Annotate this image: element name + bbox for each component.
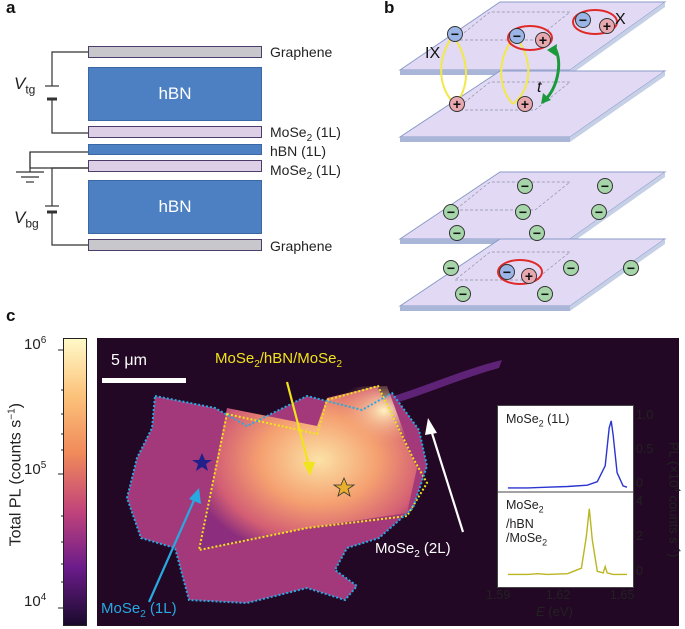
charge-group: − − + − + + + − − − − − − − − − + − − − …: [443, 12, 639, 302]
ix-label: IX: [425, 45, 440, 62]
colorbar-tick-1e4: 104: [24, 592, 47, 610]
svg-text:+: +: [521, 96, 529, 112]
colorbar-tick-1e6: 106: [24, 335, 47, 353]
svg-text:−: −: [459, 286, 467, 302]
panel-b-label: b: [384, 0, 395, 17]
svg-text:+: +: [539, 32, 547, 48]
pl-map: 5 μm MoSe2/hBN/MoSe2 MoSe2 (1L) MoSe2 (2…: [97, 338, 679, 626]
spectrum-series-0: [507, 420, 628, 489]
svg-text:−: −: [579, 12, 587, 28]
graphene-top-label: Graphene: [270, 44, 333, 60]
inset-ylabel: PL (×104 counts s−1): [666, 441, 682, 558]
inset-xtick-0: 1.59: [486, 588, 511, 602]
inset-bottom-label: MoSe2 /hBN /MoSe2: [506, 498, 548, 547]
hbn-mid-layer: [88, 144, 262, 155]
hbn-bottom-text: hBN: [158, 197, 192, 216]
inset-plot: MoSe2 (1L) MoSe2 /hBN /MoSe2: [497, 405, 634, 588]
panel-a-label: a: [6, 0, 16, 17]
scale-bar: [102, 378, 186, 383]
hetero-annotation: MoSe2/hBN/MoSe2: [215, 350, 343, 370]
panel-c-label: c: [6, 306, 16, 325]
inset-top-label: MoSe2 (1L): [506, 412, 570, 429]
inset-ytick-top-2: 1.0: [636, 408, 654, 422]
spectrum-series-1: [507, 508, 627, 576]
inset-ytick-bot-2: 4: [636, 494, 643, 508]
graphene-top-layer: [88, 46, 262, 58]
svg-text:−: −: [503, 264, 511, 280]
svg-text:−: −: [519, 204, 527, 220]
x-label: X: [615, 11, 626, 28]
hbn-top-layer: hBN: [88, 67, 262, 121]
svg-text:−: −: [595, 204, 603, 220]
svg-text:+: +: [453, 96, 461, 112]
hbn-bottom-layer: hBN: [88, 180, 262, 234]
inset-ytick-top-1: 0.5: [636, 442, 654, 456]
bilayer-annotation: MoSe2 (2L): [375, 540, 451, 560]
panel-b-schematic: − − + − + + + − − − − − − − − − + − − − …: [398, 1, 667, 311]
circuit-wires: [16, 51, 88, 246]
svg-text:−: −: [533, 225, 541, 241]
v-bottom-label: Vbg: [14, 208, 39, 231]
svg-text:−: −: [513, 28, 521, 44]
mose2-top-label: MoSe2 (1L): [270, 124, 341, 144]
svg-text:+: +: [603, 18, 611, 34]
svg-text:+: +: [525, 268, 533, 284]
svg-text:−: −: [567, 260, 575, 276]
hbn-mid-label: hBN (1L): [270, 143, 327, 159]
graphene-bottom-label: Graphene: [270, 238, 333, 254]
mose2-top-layer: [88, 126, 262, 138]
svg-text:−: −: [541, 286, 549, 302]
graphene-bottom-layer: [88, 239, 262, 251]
svg-text:−: −: [627, 260, 635, 276]
colorbar-ticks: [58, 349, 64, 609]
inset-ytick-top-0: 0: [636, 476, 643, 490]
mose2-bottom-layer: [88, 160, 262, 172]
inset-xtick-1: 1.62: [546, 588, 571, 602]
inset-ytick-bot-1: 2: [636, 529, 643, 543]
t-label: t: [537, 79, 542, 96]
inset-xtick-2: 1.65: [610, 588, 635, 602]
inset-xlabel: E (eV): [536, 604, 573, 619]
svg-text:−: −: [521, 178, 529, 194]
colorbar-ylabel: Total PL (counts s−1): [6, 403, 25, 547]
v-top-label: Vtg: [14, 74, 36, 97]
svg-text:−: −: [447, 260, 455, 276]
hbn-top-text: hBN: [158, 84, 192, 103]
mose2-bottom-label: MoSe2 (1L): [270, 162, 341, 182]
svg-text:−: −: [451, 26, 459, 42]
svg-text:−: −: [453, 225, 461, 241]
colorbar: [63, 338, 87, 626]
scale-bar-label: 5 μm: [111, 352, 147, 369]
svg-text:−: −: [447, 204, 455, 220]
svg-text:−: −: [601, 178, 609, 194]
mono-annotation: MoSe2 (1L): [101, 600, 177, 620]
inset-svg: [498, 420, 633, 576]
colorbar-tick-1e5: 105: [24, 460, 47, 478]
inset-ytick-bot-0: 0: [636, 564, 643, 578]
